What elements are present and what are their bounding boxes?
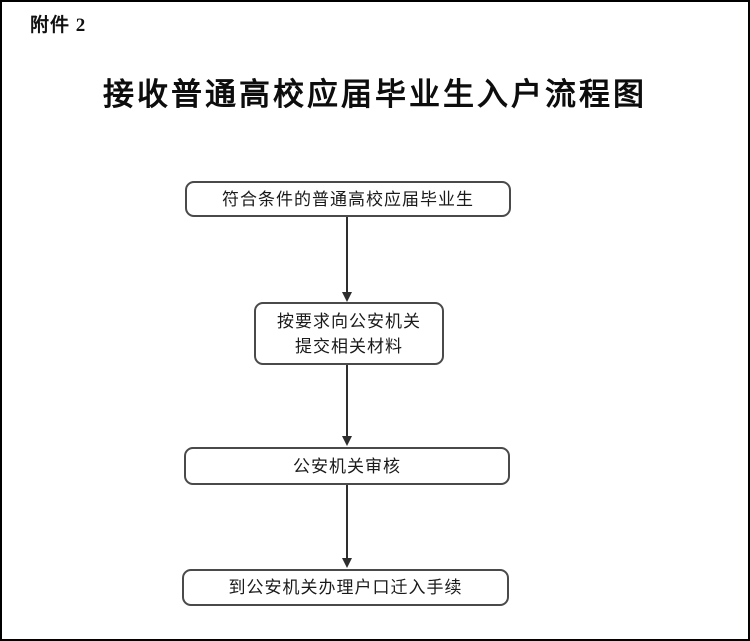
flow-node-label: 到公安机关办理户口迁入手续 xyxy=(228,578,463,597)
flow-arrow-down-2 xyxy=(342,365,352,446)
arrow-down-icon xyxy=(342,292,352,302)
arrow-down-icon xyxy=(342,436,352,446)
flow-node-label-line1: 按要求向公安机关 xyxy=(277,311,421,331)
flow-node-submit-materials: 按要求向公安机关 提交相关材料 xyxy=(254,302,444,365)
flow-node-label-line2: 提交相关材料 xyxy=(295,336,403,356)
flow-arrow-down-1 xyxy=(342,217,352,302)
flow-node-label: 符合条件的普通高校应届毕业生 xyxy=(222,189,474,209)
flow-node-police-review: 公安机关审核 xyxy=(184,447,510,485)
page-title: 接收普通高校应届毕业生入户流程图 xyxy=(103,77,647,113)
arrow-down-icon xyxy=(342,558,352,568)
flow-node-label: 公安机关审核 xyxy=(293,456,401,476)
flow-node-household-registration: 到公安机关办理户口迁入手续 xyxy=(182,569,509,606)
flow-arrow-down-3 xyxy=(342,485,352,568)
flow-node-eligible-graduates: 符合条件的普通高校应届毕业生 xyxy=(185,181,511,217)
attachment-label: 附件 2 xyxy=(30,15,87,36)
